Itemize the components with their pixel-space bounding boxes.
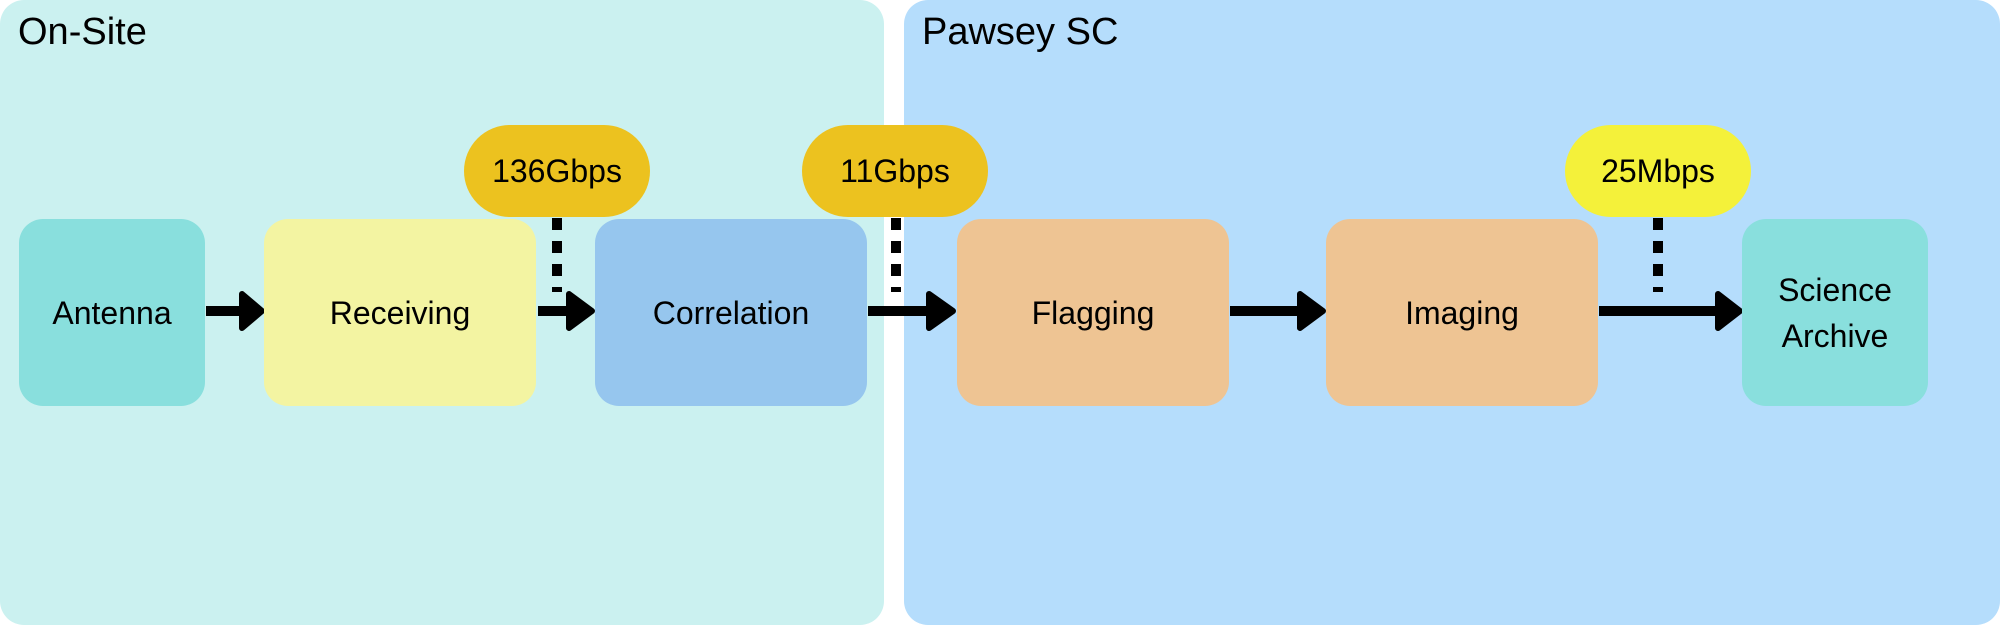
stage-label-receiving: Receiving: [329, 294, 471, 331]
stage-label-science-archive: Science Archive: [1778, 271, 1892, 354]
data-rate-badge-25mbps: 25Mbps: [1565, 125, 1751, 217]
stage-label-antenna: Antenna: [52, 294, 172, 331]
data-rate-badge-11gbps: 11Gbps: [802, 125, 988, 217]
stage-antenna: Antenna: [19, 219, 205, 406]
data-rate-badge-136gbps: 136Gbps: [464, 125, 650, 217]
stage-science-archive: Science Archive: [1742, 219, 1928, 406]
stage-label-flagging: Flagging: [1031, 294, 1155, 331]
region-title-on-site: On-Site: [18, 11, 147, 53]
stage-receiving: Receiving: [264, 219, 536, 406]
stage-imaging: Imaging: [1326, 219, 1598, 406]
data-rate-label: 136Gbps: [492, 152, 622, 189]
stage-label-correlation: Correlation: [652, 294, 810, 331]
stage-correlation: Correlation: [595, 219, 867, 406]
data-rate-label: 11Gbps: [840, 152, 950, 189]
stage-flagging: Flagging: [957, 219, 1229, 406]
stage-label-imaging: Imaging: [1405, 294, 1519, 331]
region-title-pawsey-sc: Pawsey SC: [922, 11, 1119, 53]
data-rate-label: 25Mbps: [1601, 152, 1715, 189]
